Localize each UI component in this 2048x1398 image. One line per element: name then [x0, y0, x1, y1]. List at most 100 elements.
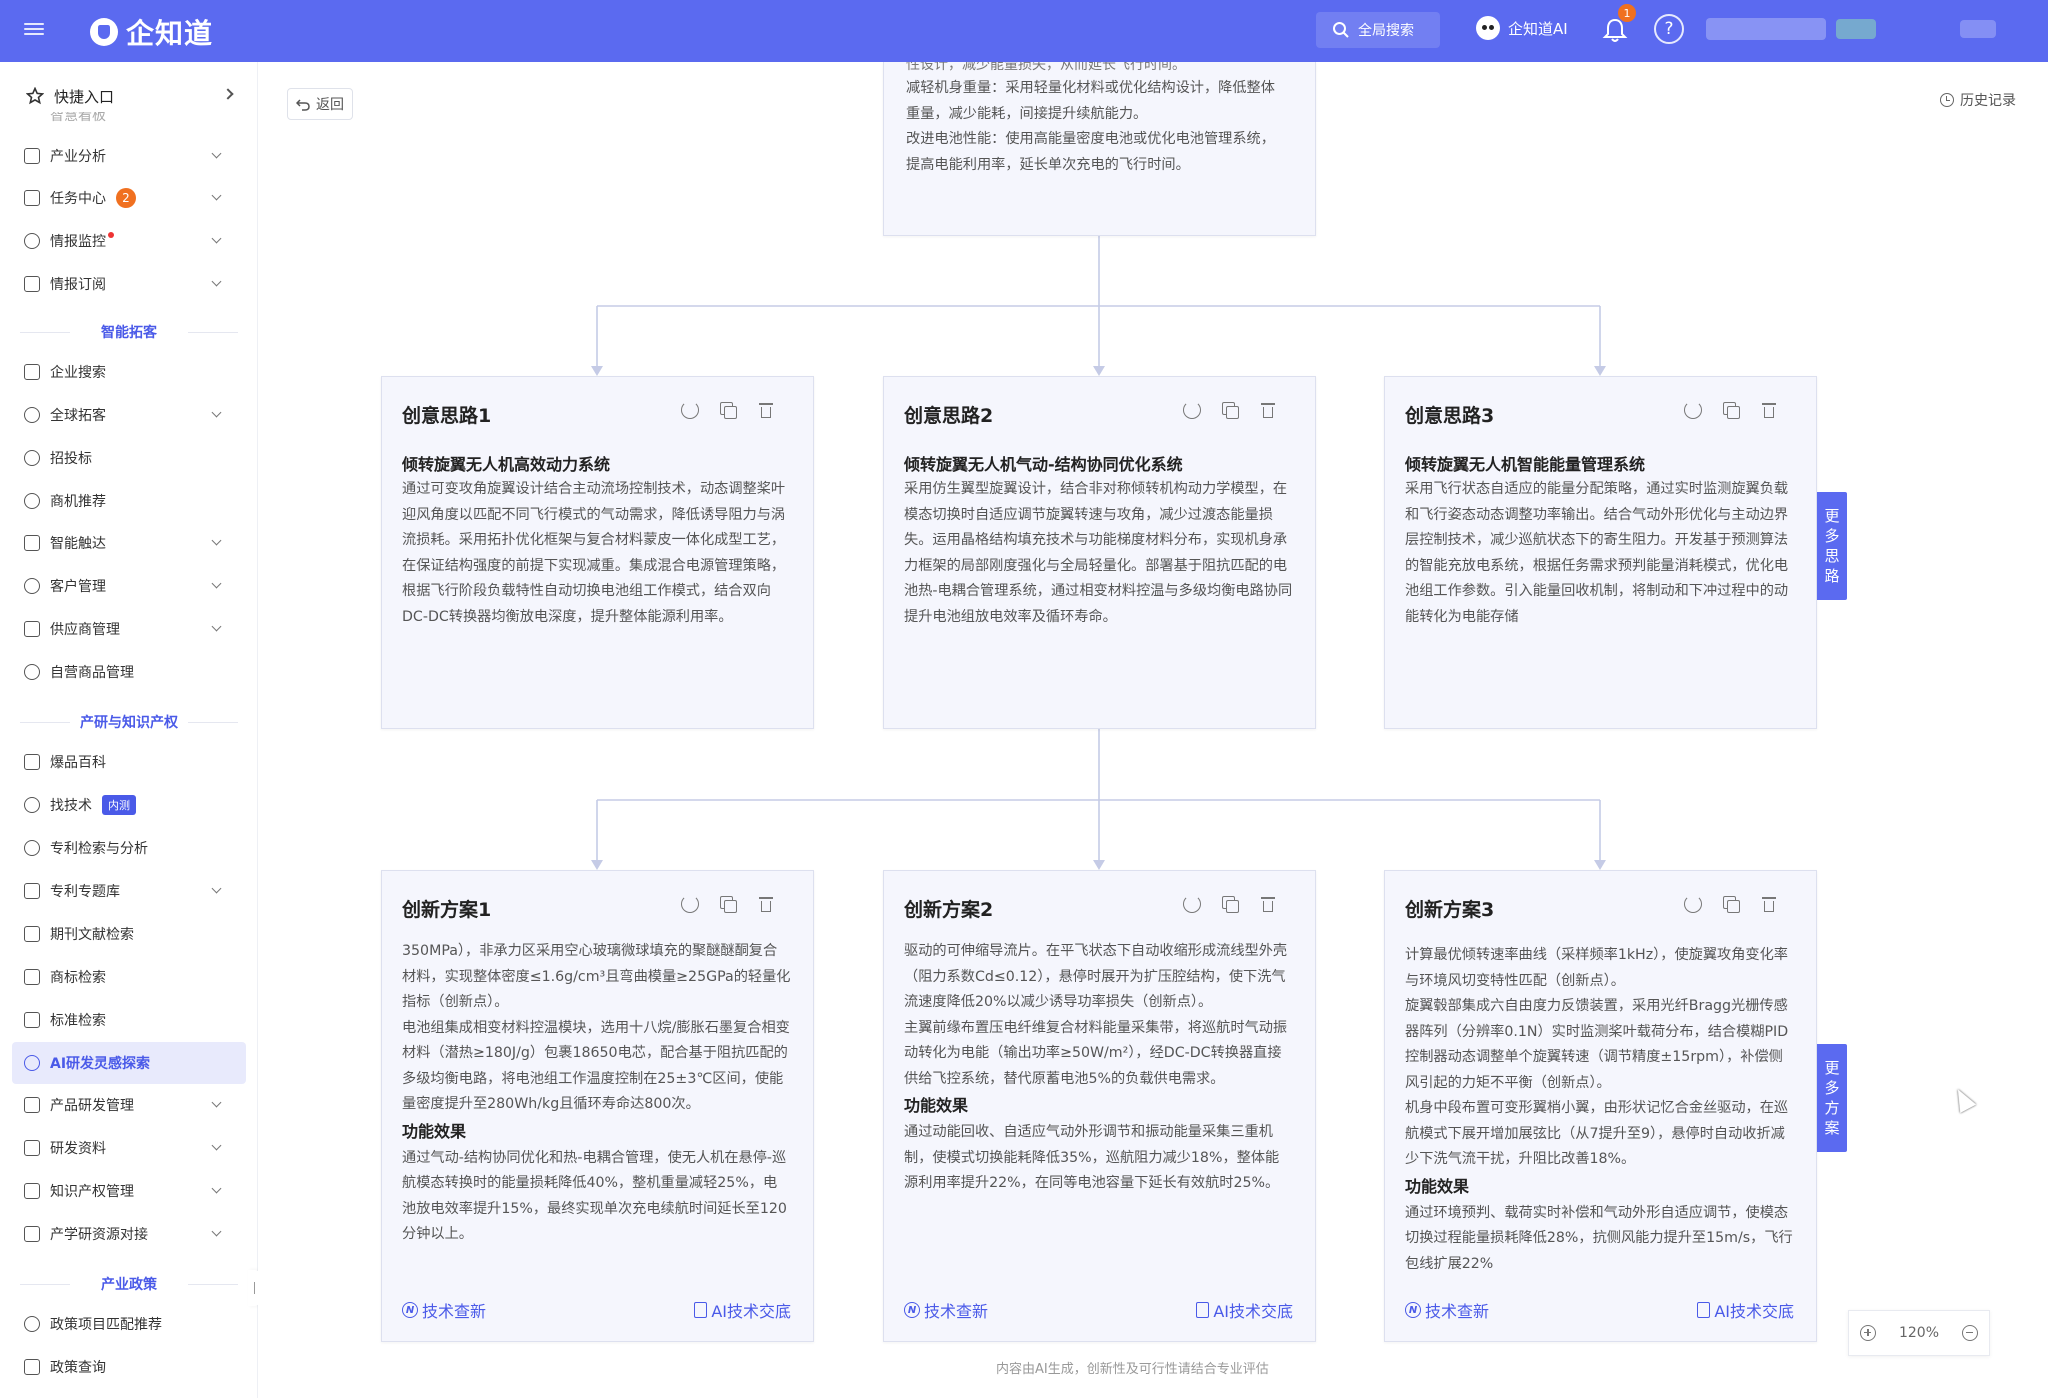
company-tag-redacted: [1836, 19, 1876, 39]
scheme-paragraph: 旋翼毂部集成六自由度力反馈装置，采用光纤Bragg光栅传感器阵列（分辨率0.1N…: [1405, 998, 1789, 1091]
product-rd-icon: [24, 1097, 40, 1113]
copy-icon[interactable]: [1722, 895, 1740, 913]
sidebar-item-journal-search[interactable]: 期刊文献检索: [24, 920, 232, 948]
novelty-icon: N: [904, 1302, 920, 1318]
sidebar-item-ai-rd-inspiration[interactable]: AI研发灵感探索: [12, 1042, 246, 1084]
sidebar-item-global-prospecting[interactable]: 全球拓客: [24, 401, 232, 429]
ai-assistant-label: 企知道AI: [1508, 19, 1568, 38]
zoom-in-icon[interactable]: [1860, 1325, 1877, 1341]
sidebar-item-policy-match[interactable]: 政策项目匹配推荐: [24, 1310, 232, 1338]
sidebar-item-label: 自营商品管理: [50, 665, 134, 681]
refresh-icon[interactable]: [1183, 895, 1201, 913]
history-button[interactable]: 历史记录: [1940, 90, 2016, 110]
sidebar-item-own-products[interactable]: 自营商品管理: [24, 658, 232, 686]
summary-node-card[interactable]: 性设计，减少能量损失，从而延长飞行时间。 减轻机身重量：采用轻量化材料或优化结构…: [883, 62, 1316, 236]
sidebar-item-intel-monitor[interactable]: 情报监控: [24, 227, 232, 255]
menu-toggle-icon[interactable]: [24, 20, 44, 40]
chevron-down-icon: [211, 621, 222, 632]
sidebar-item-hot-products[interactable]: 爆品百科: [24, 748, 232, 776]
chevron-down-icon: [211, 148, 222, 159]
sidebar-item-standard-search[interactable]: 标准检索: [24, 1006, 232, 1034]
idea-card-3[interactable]: 创意思路3 倾转旋翼无人机智能能量管理系统 采用飞行状态自适应的能量分配策略，通…: [1384, 376, 1817, 729]
ai-disclosure-link[interactable]: AI技术交底: [1697, 1298, 1794, 1322]
user-name-redacted[interactable]: [1960, 20, 1996, 38]
document-icon: [1697, 1302, 1711, 1318]
patent-icon: [24, 840, 40, 856]
delete-icon[interactable]: [1760, 401, 1778, 419]
app-logo[interactable]: 企知道: [90, 12, 213, 52]
quick-entry[interactable]: 快捷入口: [26, 84, 234, 108]
effect-heading: 功能效果: [402, 1121, 467, 1141]
sidebar-item-academic-resources[interactable]: 产学研资源对接: [24, 1220, 232, 1248]
copy-icon[interactable]: [1722, 401, 1740, 419]
sidebar-item-patent-search[interactable]: 专利检索与分析: [24, 834, 232, 862]
delete-icon[interactable]: [1259, 895, 1277, 913]
sidebar-item-ip-mgmt[interactable]: 知识产权管理: [24, 1177, 232, 1205]
idea-card-2[interactable]: 创意思路2 倾转旋翼无人机气动-结构协同优化系统 采用仿生翼型旋翼设计，结合非对…: [883, 376, 1316, 729]
scheme-card-1[interactable]: 创新方案1 350MPa），非承力区采用空心玻璃微球填充的聚醚醚酮复合材料，实现…: [381, 870, 814, 1342]
back-button[interactable]: 返回: [287, 88, 353, 120]
chevron-down-icon: [211, 1097, 222, 1108]
sidebar-item-intel-subscribe[interactable]: 情报订阅: [24, 270, 232, 298]
scheme-title: 创新方案3: [1405, 899, 1495, 921]
help-icon[interactable]: ?: [1654, 14, 1684, 44]
more-schemes-tab[interactable]: 更 多 方 案: [1817, 1044, 1847, 1152]
tab-char: 路: [1824, 567, 1840, 585]
idea-card-1[interactable]: 创意思路1 倾转旋翼无人机高效动力系统 通过可变攻角旋翼设计结合主动流场控制技术…: [381, 376, 814, 729]
folder-icon: [24, 1140, 40, 1156]
summary-line: 改进电池性能：使用高能量密度电池或优化电池管理系统，提高电能利用率，延长单次充电…: [906, 131, 1275, 173]
tab-char: 多: [1824, 527, 1840, 545]
sidebar-item-opportunity[interactable]: 商机推荐: [24, 487, 232, 515]
sidebar-item-product-rd[interactable]: 产品研发管理: [24, 1091, 232, 1119]
partially-hidden-line: 性设计，减少能量损失，从而延长飞行时间。: [906, 62, 1186, 73]
refresh-icon[interactable]: [1183, 401, 1201, 419]
copy-icon[interactable]: [719, 401, 737, 419]
idea-subtitle: 倾转旋翼无人机气动-结构协同优化系统: [904, 455, 1183, 474]
sidebar-item-task-center[interactable]: 任务中心 2: [24, 184, 232, 212]
ai-disclosure-link[interactable]: AI技术交底: [694, 1298, 791, 1322]
refresh-icon[interactable]: [1684, 895, 1702, 913]
copy-icon[interactable]: [719, 895, 737, 913]
more-ideas-tab[interactable]: 更 多 思 路: [1817, 492, 1847, 600]
refresh-icon[interactable]: [681, 895, 699, 913]
sidebar-item-bidding[interactable]: 招投标: [24, 444, 232, 472]
ai-assistant-button[interactable]: 企知道AI: [1476, 16, 1568, 40]
sidebar-item-patent-library[interactable]: 专利专题库: [24, 877, 232, 905]
zoom-out-icon[interactable]: [1961, 1325, 1978, 1341]
sidebar-item-smart-reach[interactable]: 智能触达: [24, 529, 232, 557]
sidebar-item-supplier-mgmt[interactable]: 供应商管理: [24, 615, 232, 643]
delete-icon[interactable]: [1760, 895, 1778, 913]
delete-icon[interactable]: [757, 895, 775, 913]
company-name-redacted[interactable]: [1706, 18, 1826, 40]
bidding-icon: [24, 450, 40, 466]
top-nav-bar: 企知道 全局搜索 企知道AI 1 ?: [0, 0, 2048, 62]
sidebar-item-trademark-search[interactable]: 商标检索: [24, 963, 232, 991]
sidebar-item-industry-analysis[interactable]: 产业分析: [24, 142, 232, 170]
copy-icon[interactable]: [1221, 895, 1239, 913]
delete-icon[interactable]: [1259, 401, 1277, 419]
refresh-icon[interactable]: [1684, 401, 1702, 419]
scheme-card-2[interactable]: 创新方案2 驱动的可伸缩导流片。在平飞状态下自动收缩形成流线型外壳（阻力系数Cd…: [883, 870, 1316, 1342]
link-label: 技术查新: [422, 1302, 487, 1321]
sidebar-item-label: 智能触达: [50, 536, 106, 552]
logo-mark-icon: [90, 18, 118, 46]
ai-disclosure-link[interactable]: AI技术交底: [1196, 1298, 1293, 1322]
effect-text: 通过气动-结构协同优化和热-电耦合管理，使无人机在悬停-巡航模态转换时的能量损耗…: [402, 1149, 787, 1243]
global-search-button[interactable]: 全局搜索: [1316, 12, 1440, 48]
copy-icon[interactable]: [1221, 401, 1239, 419]
sidebar-item-policy-search[interactable]: 政策查询: [24, 1353, 232, 1381]
delete-icon[interactable]: [757, 401, 775, 419]
sidebar-item-customer-mgmt[interactable]: 客户管理: [24, 572, 232, 600]
refresh-icon[interactable]: [681, 401, 699, 419]
card-actions: [1183, 401, 1277, 419]
sidebar-item-rd-materials[interactable]: 研发资料: [24, 1134, 232, 1162]
scheme-card-3[interactable]: 创新方案3 计算最优倾转速率曲线（采样频率1kHz），使旋翼攻角变化率与环境风切…: [1384, 870, 1817, 1342]
card-actions: [681, 895, 775, 913]
sidebar-item-company-search[interactable]: 企业搜索: [24, 358, 232, 386]
document-icon: [24, 1359, 40, 1375]
sidebar-item-find-tech[interactable]: 找技术 内测: [24, 791, 232, 819]
bell-icon[interactable]: [1602, 16, 1628, 44]
